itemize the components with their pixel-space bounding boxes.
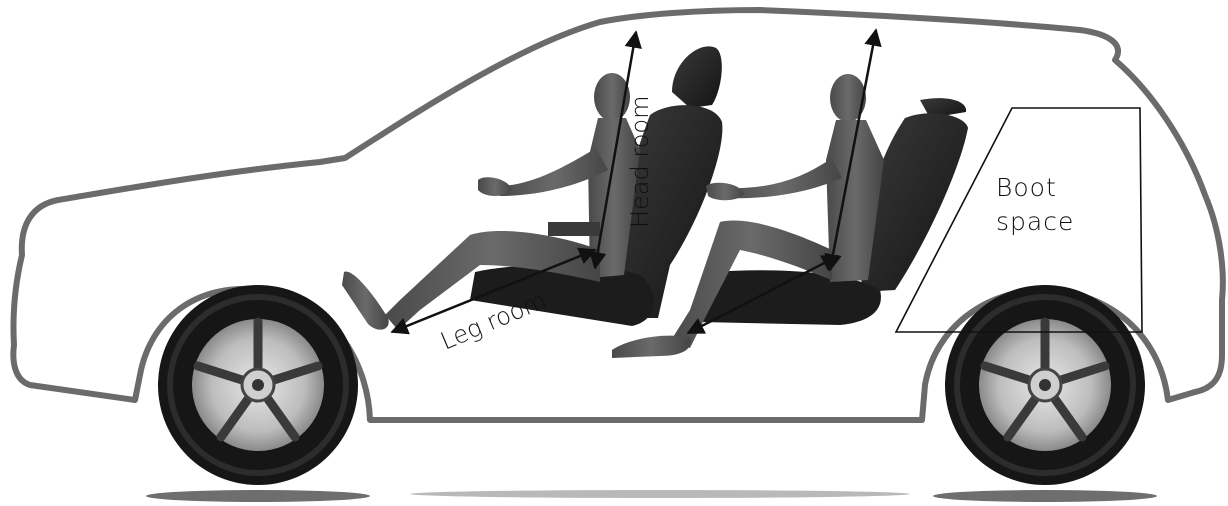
- ground-shadows: [146, 490, 1157, 502]
- boot-space-label-line1: Boot: [996, 173, 1057, 202]
- front-wheel: [158, 285, 358, 485]
- head-room-label: Head room: [626, 96, 654, 228]
- rear-wheel: [945, 285, 1145, 485]
- boot-space-label-line2: space: [996, 207, 1074, 236]
